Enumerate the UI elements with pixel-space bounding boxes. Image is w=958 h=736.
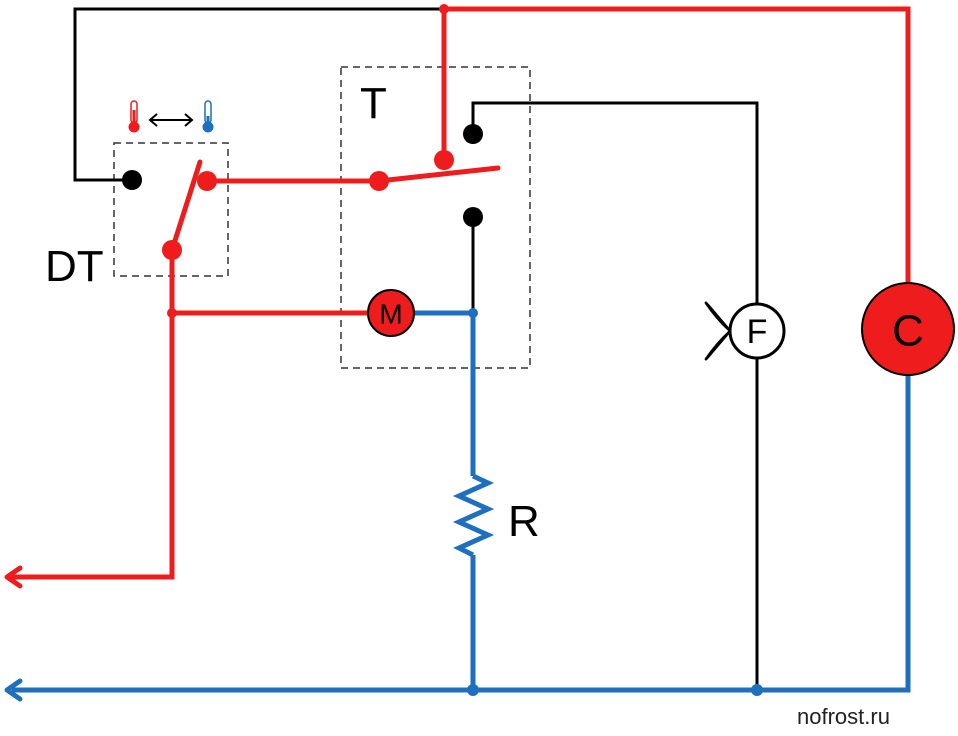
watermark: nofrost.ru — [797, 704, 890, 729]
motor-circle — [367, 289, 415, 337]
wire-to-fan — [471, 101, 759, 307]
compressor: C — [861, 282, 955, 376]
live-arrow-head — [4, 565, 23, 589]
neutral-arrow-head — [4, 678, 23, 702]
dt-left-terminal — [122, 170, 142, 190]
thermometer-hot-icon — [128, 100, 140, 133]
thermostat-switch-arm — [376, 165, 501, 184]
thermostat-label: T — [360, 79, 387, 128]
junction-bottom-resistor — [467, 684, 479, 696]
t-upper-terminal — [463, 124, 483, 144]
junction-motor-resistor — [468, 308, 478, 318]
neutral-wires — [12, 310, 911, 693]
t-lower-terminal — [463, 207, 483, 227]
thermometer-cold-icon — [202, 100, 214, 133]
fan: F — [704, 301, 786, 361]
fan-label: F — [747, 313, 768, 351]
dt-right-terminal — [197, 171, 217, 191]
t-pivot — [369, 171, 389, 191]
double-arrow-icon — [148, 113, 194, 127]
compressor-circle — [861, 282, 955, 376]
wire-dt-down — [9, 247, 175, 580]
compressor-label: C — [892, 307, 924, 356]
motor: M — [367, 289, 415, 337]
wire-top-left — [73, 7, 444, 182]
junction-bottom-fan — [751, 684, 763, 696]
black-wires — [73, 7, 759, 690]
junction-top — [439, 4, 449, 14]
dt-pivot — [162, 240, 182, 260]
resistor-label: R — [508, 497, 540, 546]
wire-bottom — [12, 372, 911, 693]
fan-blade-icon — [704, 301, 731, 361]
resistor-zigzag — [452, 473, 495, 558]
defrost-timer-label: DT — [45, 242, 104, 291]
defrost-switch-arm — [169, 159, 203, 253]
thermostat-box — [340, 66, 531, 369]
junction-dt-motor — [167, 308, 177, 318]
wire-top-right — [441, 6, 911, 285]
motor-label: M — [379, 299, 402, 330]
live-wires — [9, 6, 911, 580]
t-common-terminal — [434, 150, 454, 170]
